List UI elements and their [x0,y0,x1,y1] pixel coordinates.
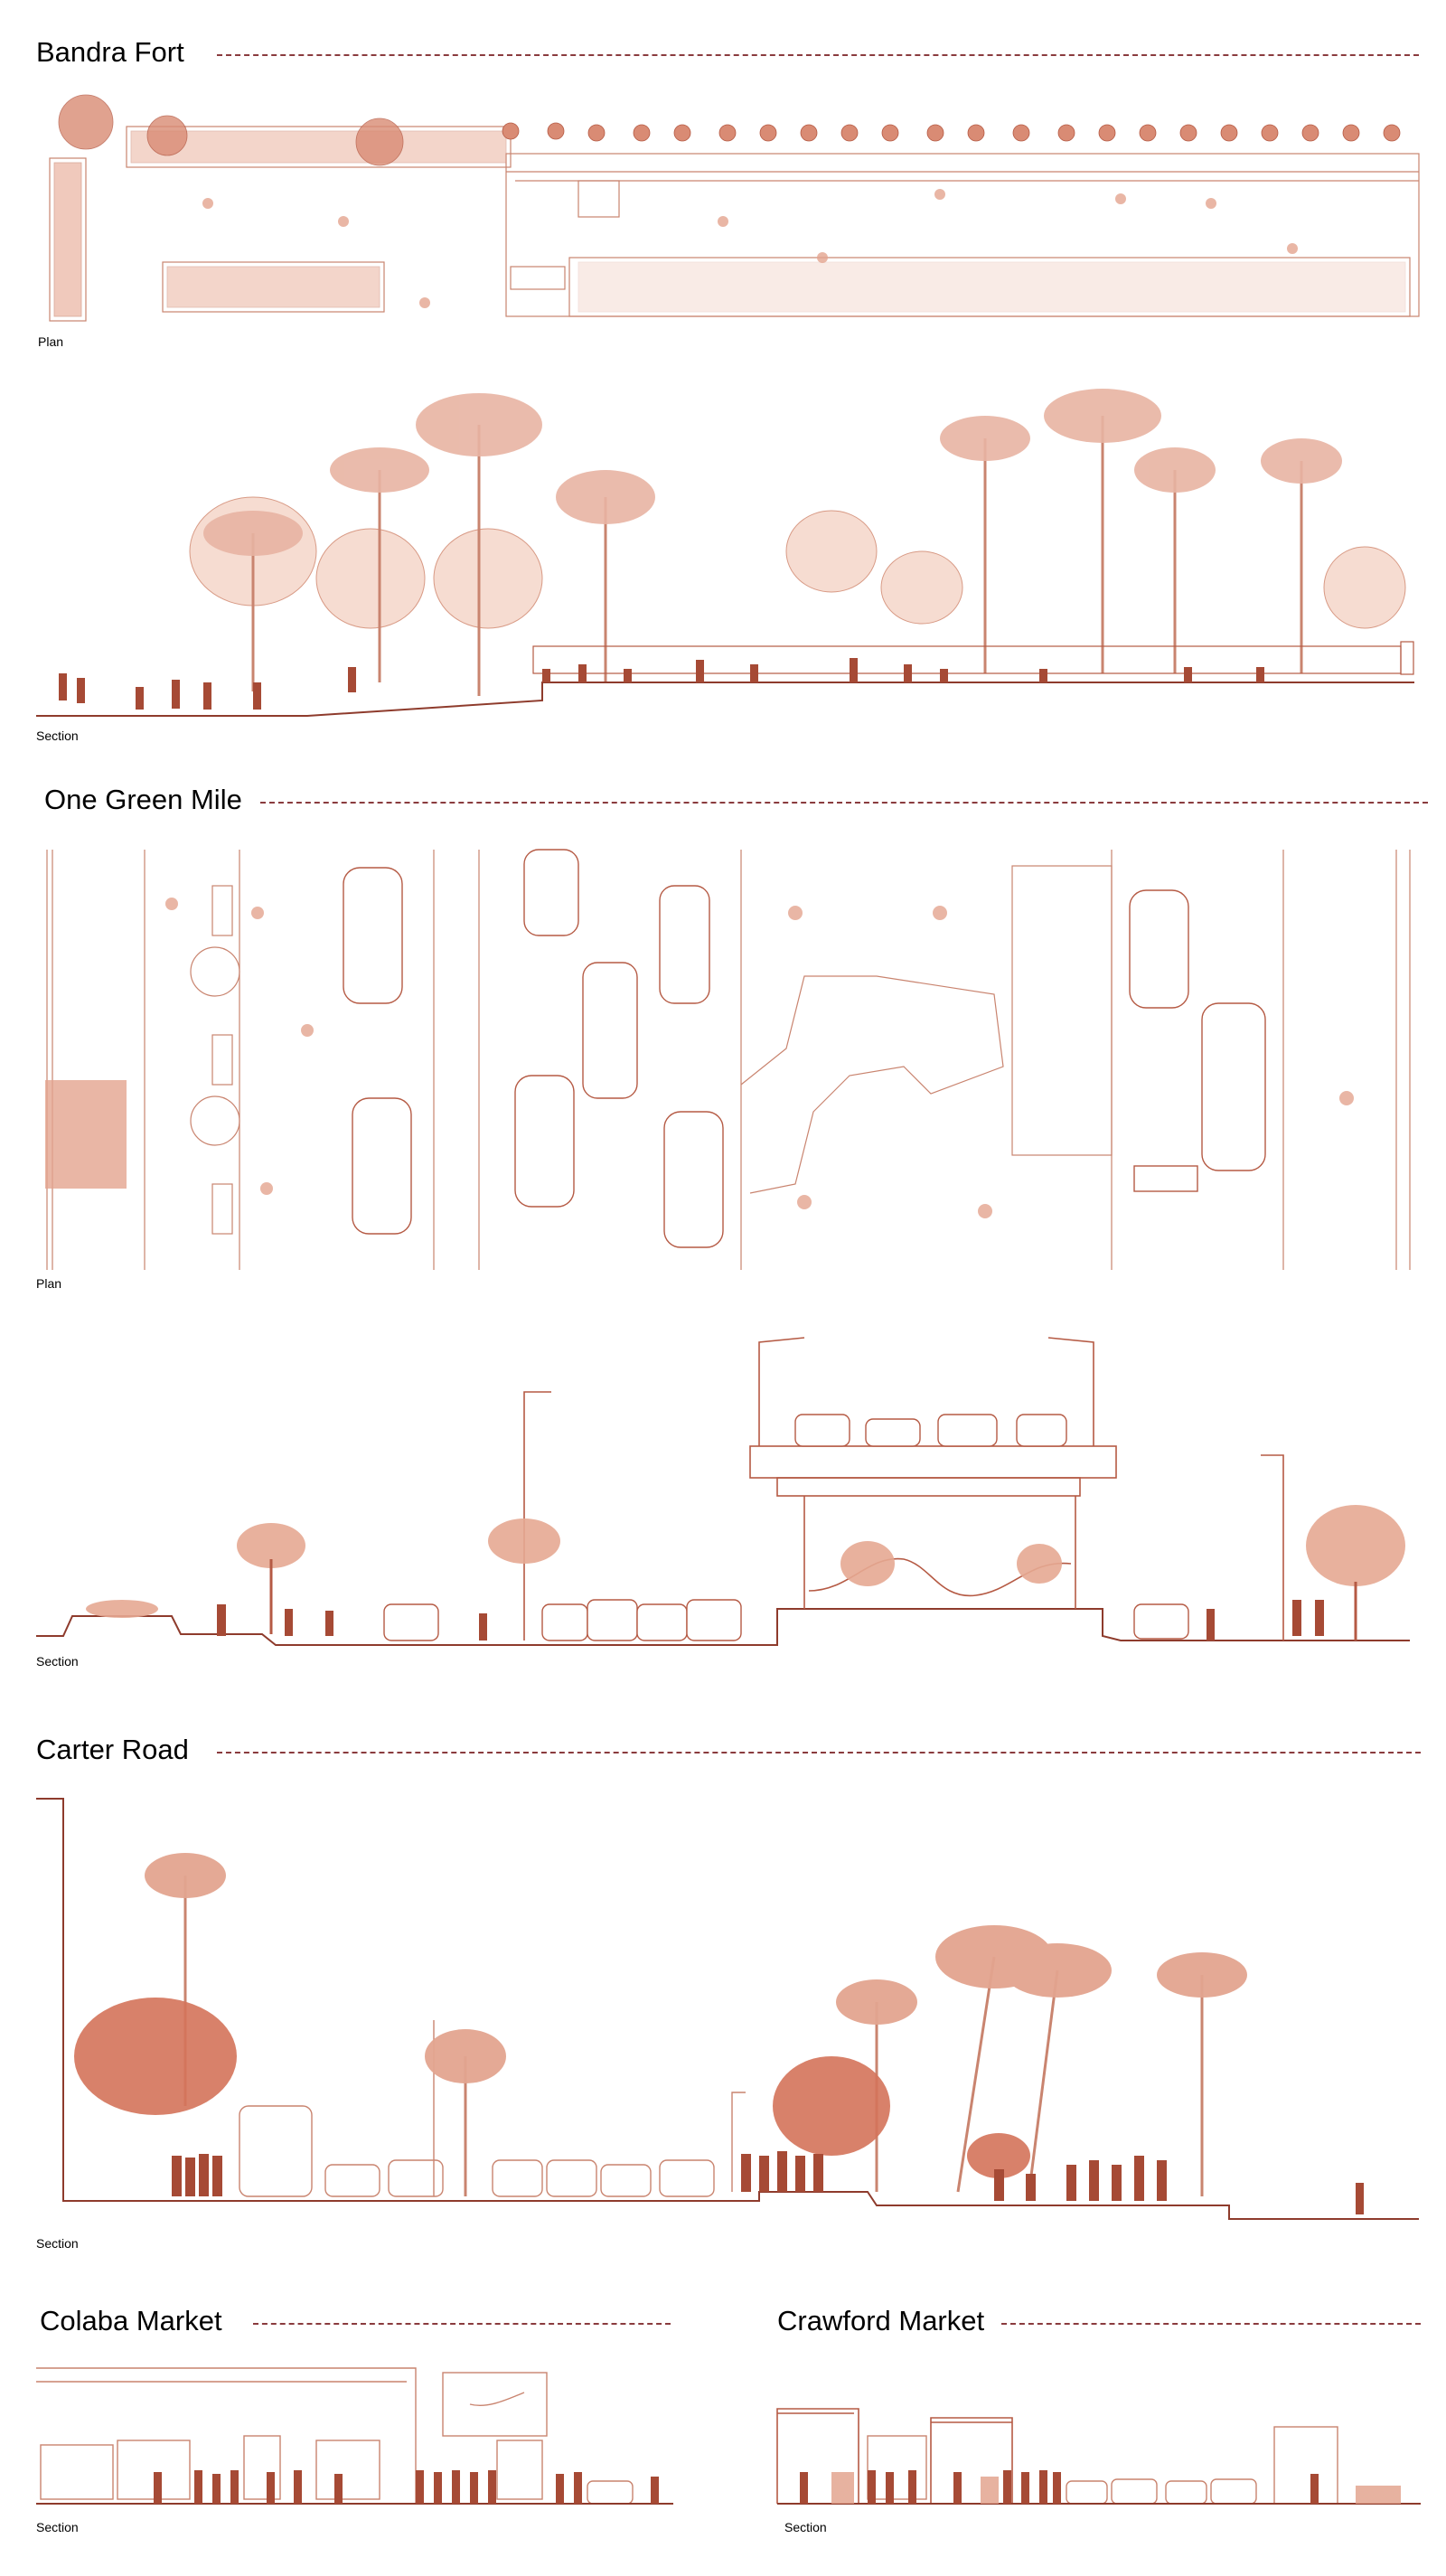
bandra-fort-section [36,389,1414,717]
colaba-market-title-rule [253,2323,671,2325]
bandra-fort-title-rule [217,54,1419,56]
bandra-fort-title: Bandra Fort [36,36,184,68]
crawford-market-section-label: Section [784,2520,827,2534]
bandra-fort-plan-label: Plan [38,334,64,349]
colaba-market-section [36,2367,673,2505]
bandra-fort-plan [49,94,1420,322]
crawford-market-title: Crawford Market [777,2305,985,2336]
carter-road-title-rule [217,1752,1421,1753]
one-green-mile-section [36,1337,1410,1646]
one-green-mile-title: One Green Mile [44,784,242,815]
carter-road-section [36,1798,1419,2220]
carter-road-section-label: Section [36,2236,79,2251]
crawford-market-section [776,2408,1421,2505]
colaba-market-section-label: Section [36,2520,79,2534]
one-green-mile-section-label: Section [36,1654,79,1669]
bandra-fort-section-label: Section [36,729,79,743]
one-green-mile-title-rule [260,802,1428,804]
crawford-market-title-rule [1001,2323,1421,2325]
colaba-market-title: Colaba Market [40,2305,222,2336]
carter-road-title: Carter Road [36,1734,189,1765]
one-green-mile-plan-label: Plan [36,1276,62,1291]
one-green-mile-plan [45,849,1411,1270]
